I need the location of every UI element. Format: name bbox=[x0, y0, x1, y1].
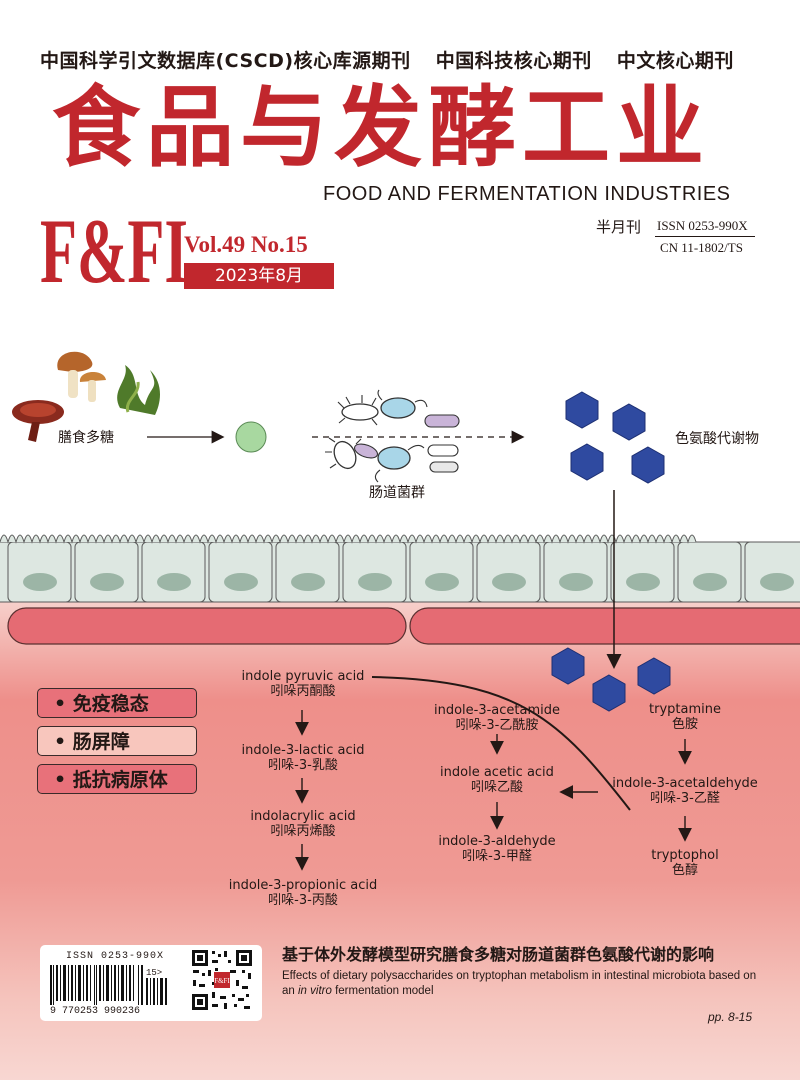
cover-illustration: 膳食多糖 肠道菌群 色氨酸代谢物 bbox=[0, 351, 800, 871]
ean-barcode-icon bbox=[50, 965, 143, 1005]
reishi-icon bbox=[12, 400, 64, 442]
issue-date: 2023年8月 bbox=[184, 263, 334, 289]
polysaccharide-circle bbox=[235, 421, 267, 453]
journal-title-en: FOOD AND FERMENTATION INDUSTRIES bbox=[323, 183, 731, 205]
volume-issue: Vol.49 No.15 bbox=[184, 232, 308, 257]
article-title-cn: 基于体外发酵模型研究膳食多糖对肠道菌群色氨酸代谢的影响 bbox=[282, 945, 715, 964]
function-intestinal-barrier: • 肠屏障 bbox=[37, 726, 197, 756]
barcode-addon: 15> bbox=[146, 968, 163, 978]
article-pages: pp. 8-15 bbox=[708, 1010, 753, 1024]
intestinal-epithelium bbox=[0, 534, 800, 645]
article-title-en: Effects of dietary polysaccharides on tr… bbox=[282, 970, 757, 997]
listing-sci-tech-core: 中国科技核心期刊 bbox=[435, 50, 592, 72]
listing-cscd: 中国科学引文数据库(CSCD)核心库源期刊 bbox=[40, 50, 411, 72]
logo-text: F&FI bbox=[40, 200, 188, 290]
function-immune-homeostasis: • 免疫稳态 bbox=[37, 688, 197, 718]
microbiota-label: 肠道菌群 bbox=[369, 485, 425, 501]
issn-divider bbox=[655, 236, 755, 237]
barcode-issn: ISSN 0253-990X bbox=[66, 951, 165, 962]
addon-barcode-icon bbox=[146, 978, 167, 1005]
issn-number: ISSN 0253-990X bbox=[657, 218, 748, 233]
qr-logo-text: F&FI bbox=[214, 977, 230, 985]
journal-title-cn: 食品与发酵工业 bbox=[52, 76, 711, 179]
tryptophan-hexagons bbox=[551, 647, 671, 712]
metabolites-label: 色氨酸代谢物 bbox=[675, 430, 759, 447]
polysaccharide-label: 膳食多糖 bbox=[58, 429, 114, 446]
core-journal-listings: 中国科学引文数据库(CSCD)核心库源期刊 中国科技核心期刊 中文核心期刊 bbox=[40, 46, 752, 73]
qr-code-icon: F&FI bbox=[190, 948, 254, 1012]
bacteria-icon bbox=[325, 389, 460, 483]
function-pathogen-resistance: • 抵抗病原体 bbox=[37, 764, 197, 794]
metabolite-hexagons bbox=[565, 391, 665, 484]
journal-logo: F&FI bbox=[40, 200, 188, 290]
barcode-ean: 9 770253 990236 bbox=[50, 1006, 141, 1017]
publication-frequency: 半月刊 bbox=[596, 218, 642, 236]
pathway-divider bbox=[371, 676, 631, 811]
listing-chinese-core: 中文核心期刊 bbox=[616, 50, 734, 72]
mushroom-icon bbox=[57, 351, 106, 402]
cn-number: CN 11-1802/TS bbox=[660, 240, 743, 255]
seaweed-icon bbox=[117, 365, 160, 415]
